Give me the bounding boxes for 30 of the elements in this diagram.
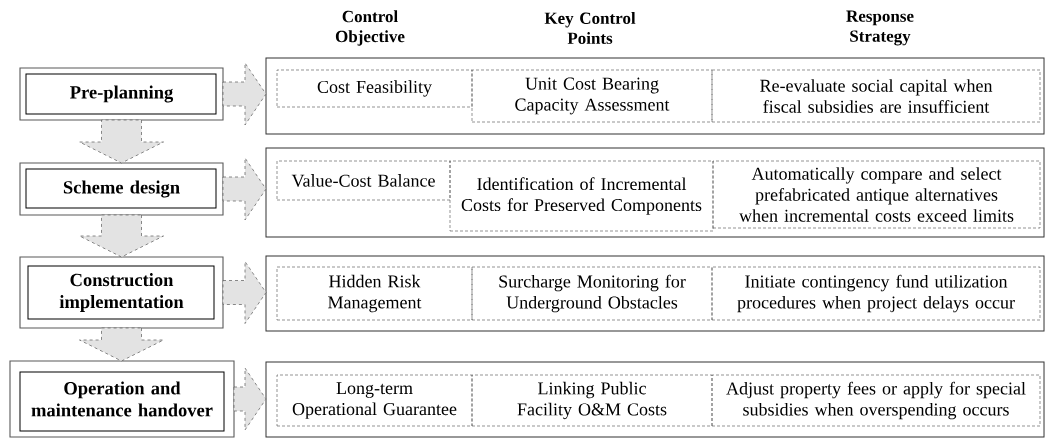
- text-cell: Hidden Risk Management: [276, 266, 473, 321]
- column-heading: Key Control Points: [544, 12, 636, 44]
- stage-box: Operation and maintenance handover: [9, 360, 235, 438]
- text-cell: Cost Feasibility: [276, 69, 473, 108]
- block-arrow: [222, 62, 267, 126]
- panel-box: [265, 57, 1045, 135]
- text-cell: Identification of Incremental Costs for Preserved Components: [449, 160, 714, 232]
- block-arrow: [79, 119, 164, 164]
- text-cell: Re-evaluate social capital when fiscal subsidies are insufficient: [711, 69, 1041, 123]
- text-cell: Unit Cost Bearing Capacity Assessment: [471, 69, 713, 123]
- column-heading: Control Objective: [335, 10, 405, 46]
- stage-box: Pre-planning: [19, 67, 224, 121]
- text-cell: Automatically compare and select prefabricated antique alternatives when incremental costs exceed limits: [712, 160, 1041, 229]
- text-cell: Value-Cost Balance: [276, 160, 451, 201]
- panel-box: [265, 147, 1045, 238]
- panel-box: [265, 255, 1045, 332]
- block-arrow: [233, 367, 267, 431]
- text-cell: Linking Public Facility O&M Costs: [471, 374, 713, 427]
- block-arrow: [222, 157, 267, 221]
- text-cell: Surcharge Monitoring for Underground Obstacles: [471, 266, 713, 321]
- stage-box: Construction implementation: [19, 256, 224, 329]
- panel-box: [265, 361, 1045, 438]
- text-cell: Long-term Operational Guarantee: [276, 374, 473, 427]
- column-heading: Response Strategy: [846, 10, 914, 46]
- block-arrow: [79, 214, 164, 258]
- text-cell: Adjust property fees or apply for special subsidies when overspending occurs: [711, 374, 1041, 427]
- block-arrow: [222, 261, 267, 324]
- block-arrow: [79, 327, 164, 362]
- stage-box: Scheme design: [19, 162, 224, 216]
- text-cell: Initiate contingency fund utilization procedures when project delays occur: [711, 266, 1041, 321]
